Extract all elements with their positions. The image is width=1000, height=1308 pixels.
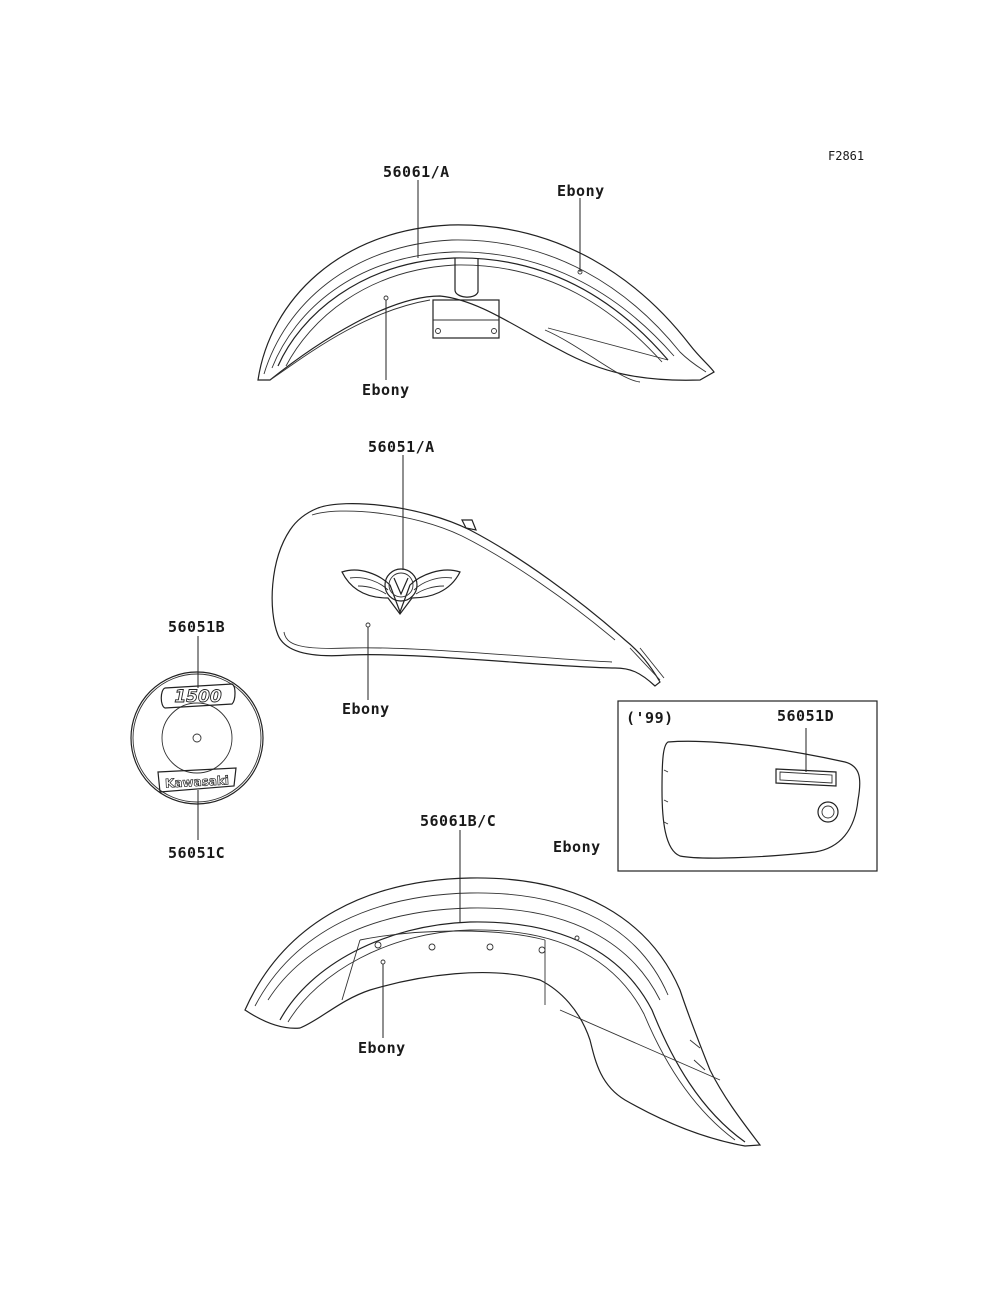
emblem-1500: 1500 <box>160 683 236 709</box>
emblem-kawasaki: Kawasaki <box>157 767 237 793</box>
front-fender-bottom <box>244 877 762 1147</box>
front-fender-part-label: 56061B/C <box>420 812 496 830</box>
rear-fender-color-right: Ebony <box>557 182 605 200</box>
air-cleaner-cover: 1500 Kawasaki <box>130 671 264 805</box>
rear-fender-color-bottom: Ebony <box>362 381 410 399</box>
emblem-kawasaki-text: Kawasaki <box>165 773 230 790</box>
air-cleaner-part-top: 56051B <box>168 618 225 636</box>
figure-id: F2861 <box>828 149 864 163</box>
rear-fender-top <box>257 224 715 383</box>
side-cover-color-label: Ebony <box>553 838 601 856</box>
inset-part-label: 56051D <box>777 707 834 725</box>
fuel-tank-color-label: Ebony <box>342 700 390 718</box>
winged-v-emblem <box>341 568 461 615</box>
fuel-tank <box>271 503 665 687</box>
front-fender-color-label: Ebony <box>358 1039 406 1057</box>
air-cleaner-part-bottom: 56051C <box>168 844 225 862</box>
emblem-1500-text: 1500 <box>174 687 221 707</box>
side-cover-inset: ('99) 56051D <box>617 700 878 872</box>
fuel-tank-part-label: 56051/A <box>368 438 435 456</box>
inset-year-note: ('99) <box>626 709 674 727</box>
rear-fender-part-label: 56061/A <box>383 163 450 181</box>
